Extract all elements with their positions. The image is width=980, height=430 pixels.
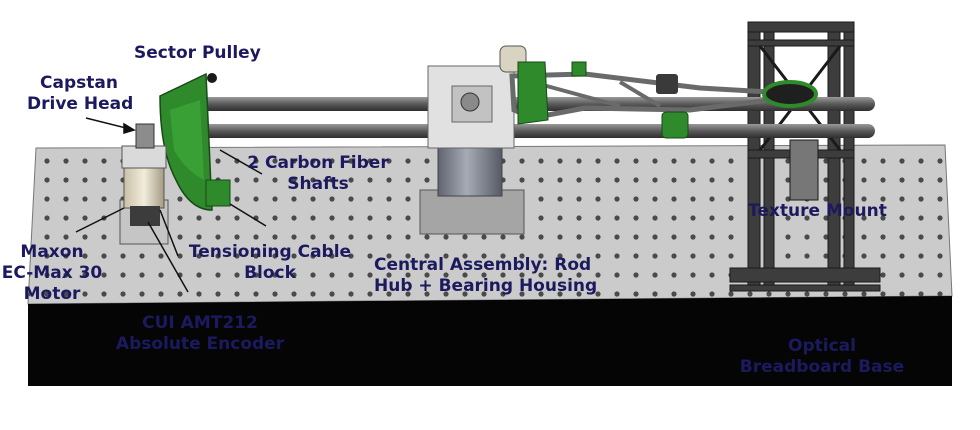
- label-tensioning-cable-block: Tensioning Cable Block: [188, 242, 352, 284]
- rod-hub-truss: [509, 61, 818, 139]
- label-optical-line1: Optical: [788, 336, 856, 356]
- label-sector-pulley: Sector Pulley: [134, 43, 261, 63]
- breadboard-base-block: [28, 296, 952, 386]
- label-central-line2: Hub + Bearing Housing: [374, 276, 598, 296]
- label-maxon-line1: Maxon: [20, 242, 84, 262]
- label-capstan-line2: Drive Head: [27, 94, 134, 114]
- label-optical-line2: Breadboard Base: [739, 357, 905, 377]
- label-encoder-line1: CUI AMT212: [142, 313, 258, 333]
- texture-mount-frame: [729, 21, 881, 292]
- label-tension-line2: Block: [244, 263, 296, 283]
- label-encoder-line2: Absolute Encoder: [115, 334, 285, 354]
- sector-pulley: [159, 72, 231, 211]
- label-central-line1: Central Assembly: Rod: [374, 255, 592, 275]
- label-maxon-motor: Maxon EC-Max 30 Motor: [0, 242, 104, 305]
- label-central-assembly: Central Assembly: Rod Hub + Bearing Hous…: [374, 255, 598, 297]
- label-carbon-line1: 2 Carbon Fiber: [247, 153, 389, 173]
- label-maxon-line3: Motor: [23, 284, 81, 304]
- label-texture-mount: Texture Mount: [748, 201, 887, 221]
- label-optical-breadboard-base: Optical Breadboard Base: [734, 336, 910, 378]
- label-carbon-fiber-shafts: 2 Carbon Fiber Shafts: [246, 153, 390, 195]
- label-cui-encoder: CUI AMT212 Absolute Encoder: [112, 313, 288, 355]
- leader-lines: [75, 117, 267, 293]
- optical-breadboard: [27, 144, 953, 386]
- label-capstan-drive-head: Capstan Drive Head: [27, 73, 134, 115]
- capstan-motor-assembly: [119, 123, 169, 245]
- label-maxon-line2: EC-Max 30: [1, 263, 103, 283]
- label-capstan-line1: Capstan: [40, 73, 118, 93]
- label-carbon-line2: Shafts: [287, 174, 349, 194]
- label-tension-line1: Tensioning Cable: [188, 242, 352, 262]
- central-assembly: [419, 45, 527, 235]
